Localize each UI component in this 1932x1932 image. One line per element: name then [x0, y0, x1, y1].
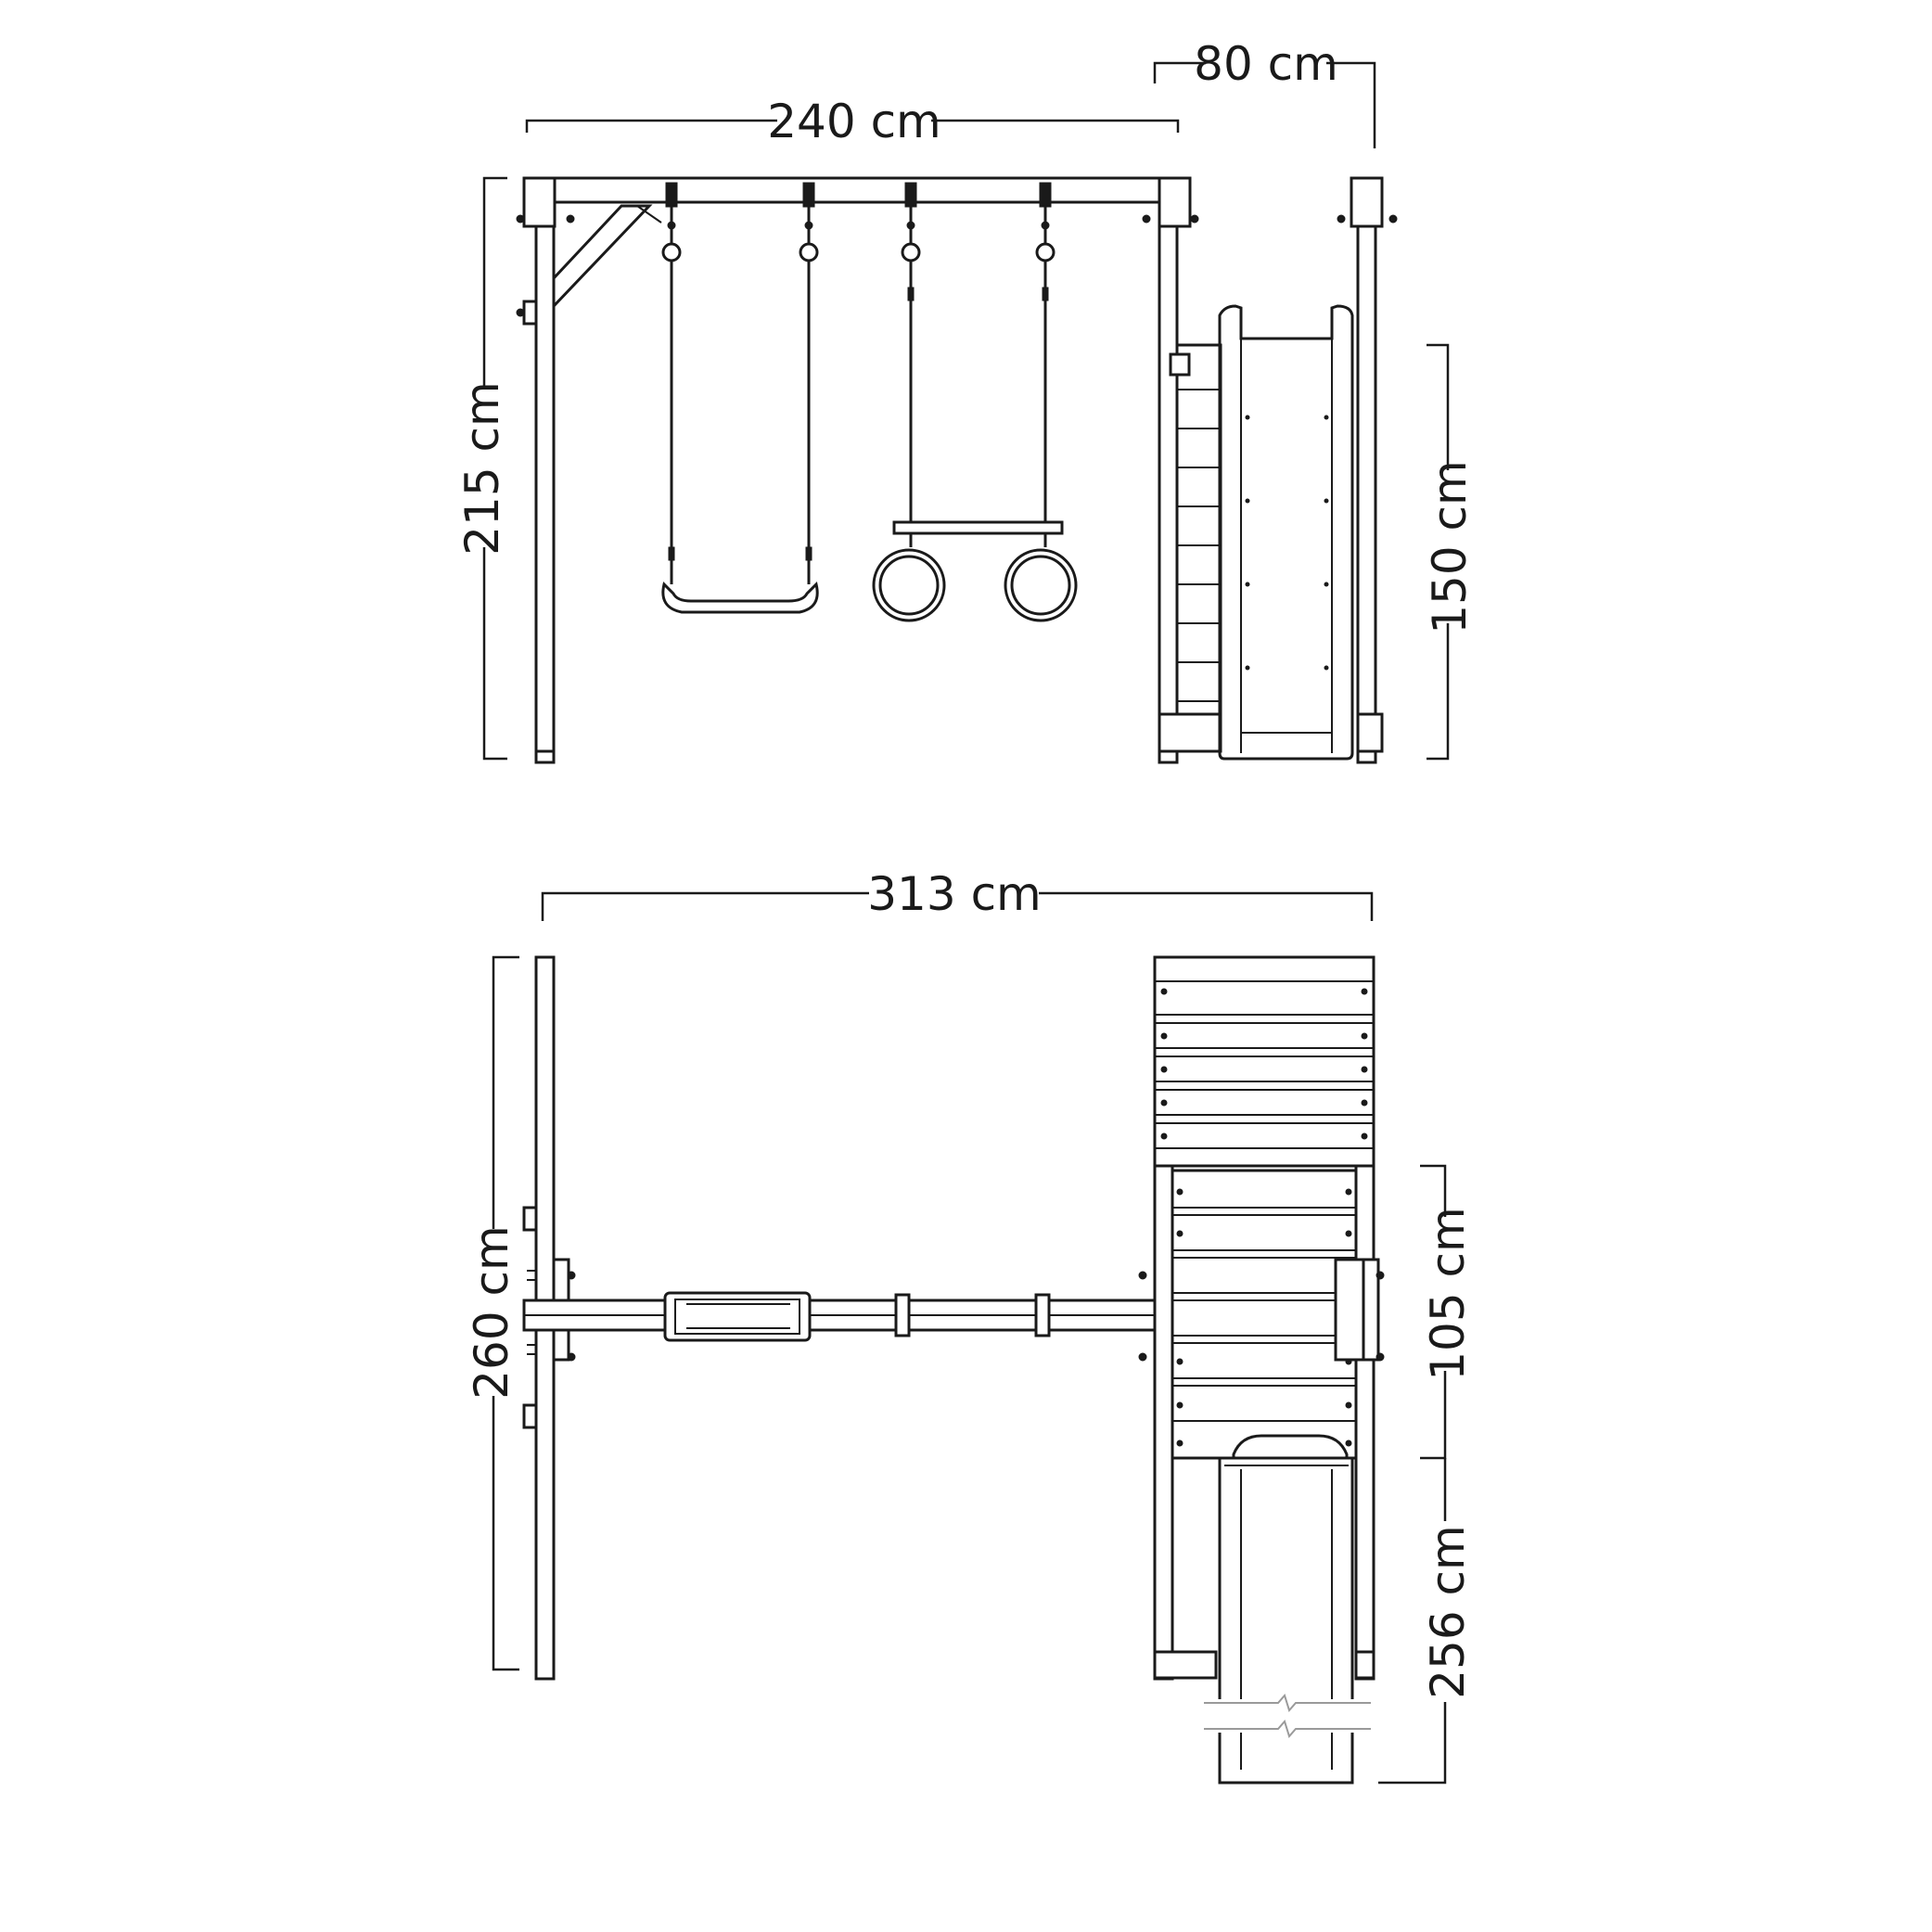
climbing-wall-side: [1175, 343, 1222, 722]
front-dimensions: 240 cm 80 cm 215 cm 150 cm: [455, 37, 1477, 761]
top-dimensions: 313 cm 260 cm 105 cm 256 cm: [465, 867, 1475, 1785]
diagonal-brace: [552, 204, 653, 310]
left-post: [534, 176, 556, 764]
dim-total-depth-label: 260 cm: [465, 1225, 518, 1400]
dim-platform-height-label: 150 cm: [1423, 460, 1477, 634]
slide-front: [1218, 304, 1354, 761]
left-post-cap: [522, 176, 557, 228]
belt-swing: [661, 261, 819, 614]
trapeze-bar: [892, 520, 1064, 535]
break-line-icon: [1204, 1693, 1371, 1713]
back-post: [1356, 176, 1377, 764]
top-tower: [1138, 955, 1385, 1785]
top-beam: [522, 176, 1182, 204]
slide-hood: [1232, 1434, 1349, 1460]
top-swing-frame: [522, 955, 1182, 1681]
roof-planks: [1153, 955, 1375, 1168]
deck-boards: [1171, 1169, 1358, 1460]
swing-hangers: [661, 182, 1056, 262]
tower-right-rail: [1354, 1164, 1375, 1681]
bracket: [522, 300, 538, 326]
trapeze-rings: [872, 261, 1078, 622]
gym-ring: [872, 548, 946, 622]
tower-side: [1158, 176, 1398, 764]
front-view: 240 cm 80 cm 215 cm 150 cm: [455, 37, 1477, 764]
right-post-cap: [1158, 176, 1192, 228]
tower-left-rail: [1153, 1164, 1174, 1681]
top-view: 313 cm 260 cm 105 cm 256 cm: [465, 867, 1475, 1785]
hanger-icon: [802, 182, 815, 208]
hanger-icon: [665, 182, 678, 208]
gym-ring: [1004, 548, 1078, 622]
swing-seat: [661, 582, 819, 614]
right-post: [1158, 176, 1179, 764]
hanger-icon: [1039, 182, 1052, 208]
dim-height-label: 215 cm: [455, 381, 509, 556]
swing-frame: [516, 176, 1199, 764]
dim-depth-label: 80 cm: [1194, 37, 1338, 91]
dim-slide-length-label: 256 cm: [1421, 1525, 1475, 1699]
hanger-icon: [904, 182, 917, 208]
dim-width-label: 240 cm: [767, 95, 941, 148]
dim-total-width-label: 313 cm: [867, 867, 1042, 921]
dim-tower-depth-label: 105 cm: [1421, 1207, 1475, 1381]
